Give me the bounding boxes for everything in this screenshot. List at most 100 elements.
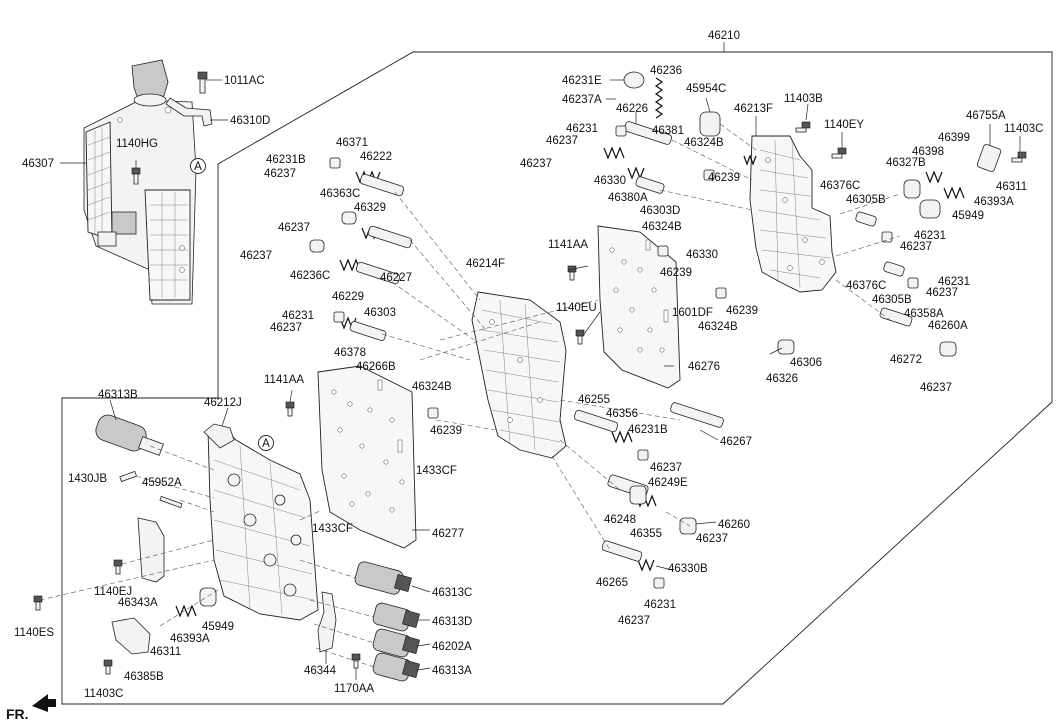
label-46231E: 46231E xyxy=(562,75,602,87)
pin-1430JB xyxy=(119,470,138,483)
label-46249E: 46249E xyxy=(648,477,688,489)
label-46399: 46399 xyxy=(938,132,970,144)
label-46307: 46307 xyxy=(22,158,54,170)
label-46330B: 46330B xyxy=(668,563,708,575)
label-46371: 46371 xyxy=(336,137,368,149)
label-46231b: 46231 xyxy=(914,230,946,242)
label-46376Ca: 46376C xyxy=(820,180,860,192)
label-1011AC: 1011AC xyxy=(224,75,265,87)
label-46313C: 46313C xyxy=(432,587,472,599)
label-46237h: 46237 xyxy=(270,322,302,334)
label-46305Bb: 46305B xyxy=(872,294,912,306)
label-46231d: 46231 xyxy=(282,310,314,322)
spring-46393Aa xyxy=(943,186,965,200)
plug-46231a xyxy=(615,125,627,137)
label-46231e: 46231 xyxy=(644,599,676,611)
label-46237i: 46237 xyxy=(920,382,952,394)
label-46239b: 46239 xyxy=(660,267,692,279)
label-1170AA: 1170AA xyxy=(334,683,374,695)
plug-45954C xyxy=(699,111,721,137)
label-46229: 46229 xyxy=(332,291,364,303)
label-46237j: 46237 xyxy=(650,462,682,474)
bolt-11403Cb xyxy=(103,659,113,675)
label-46231c: 46231 xyxy=(938,276,970,288)
label-46239d: 46239 xyxy=(430,425,462,437)
label-1433CFb: 1433CF xyxy=(312,523,353,535)
valve-46226 xyxy=(624,121,672,145)
plate-46277 xyxy=(317,365,417,549)
label-46248: 46248 xyxy=(604,514,636,526)
label-46236C: 46236C xyxy=(290,270,330,282)
plug-46324Bd xyxy=(427,407,439,419)
label-46239c: 46239 xyxy=(726,305,758,317)
valve-46255 xyxy=(573,409,619,433)
plug-45949b xyxy=(199,587,217,607)
label-46265: 46265 xyxy=(596,577,628,589)
label-46255: 46255 xyxy=(578,394,610,406)
label-46231B: 46231B xyxy=(266,154,306,166)
label-46376Cb: 46376C xyxy=(846,280,886,292)
ref-a-label-1: A xyxy=(194,161,202,173)
label-1140EY: 1140EY xyxy=(824,119,864,131)
body-46213F xyxy=(749,135,837,293)
label-46330a: 46330 xyxy=(594,175,626,187)
label-46237c: 46237 xyxy=(520,158,552,170)
label-46313A: 46313A xyxy=(432,665,472,677)
valve-46305Bb xyxy=(883,261,905,277)
plug-46231E xyxy=(623,71,645,89)
label-46393Aa: 46393A xyxy=(974,196,1014,208)
spring-46393Ab xyxy=(175,604,197,618)
pin-45952A xyxy=(159,495,183,509)
plug-46260A xyxy=(939,341,957,357)
label-46231Bb: 46231B xyxy=(628,424,668,436)
label-46378: 46378 xyxy=(334,347,366,359)
ref-a-label-2: A xyxy=(262,438,270,450)
label-11403B: 11403B xyxy=(784,93,823,105)
label-46236: 46236 xyxy=(650,65,682,77)
label-46214F: 46214F xyxy=(466,258,505,270)
label-46272: 46272 xyxy=(890,354,922,366)
plug-46260 xyxy=(679,517,697,535)
ref-a-circle-2 xyxy=(258,435,274,451)
housing-46307 xyxy=(83,59,197,305)
label-46326: 46326 xyxy=(766,373,798,385)
label-46303: 46303 xyxy=(364,307,396,319)
plug-46231e xyxy=(653,577,665,589)
label-46237k: 46237 xyxy=(696,533,728,545)
label-46363C: 46363C xyxy=(320,188,360,200)
label-46303D: 46303D xyxy=(640,205,680,217)
assembly-frame xyxy=(61,51,1053,705)
plug-46326 xyxy=(777,339,795,355)
label-46356: 46356 xyxy=(606,408,638,420)
label-1141AAa: 1141AA xyxy=(548,239,588,251)
spring-46398 xyxy=(925,170,943,184)
label-46227: 46227 xyxy=(380,272,412,284)
label-1141AAb: 1141AA xyxy=(264,374,304,386)
label-fr: FR. xyxy=(6,706,29,722)
bolt-1140EJ xyxy=(113,559,123,575)
bracket-46310D xyxy=(165,97,213,127)
body-46212J xyxy=(203,423,319,621)
bolt-1011AC xyxy=(197,71,208,94)
solenoid-46313C xyxy=(354,561,412,595)
label-46310D: 46310D xyxy=(230,115,270,127)
plug-46363C xyxy=(341,211,357,225)
label-1601DF: 1601DF xyxy=(672,307,713,319)
valve-46267 xyxy=(670,402,724,428)
plug-46324Bb xyxy=(657,245,669,257)
label-46324Bc: 46324B xyxy=(698,321,738,333)
label-46237a: 46237 xyxy=(546,135,578,147)
label-46755A: 46755A xyxy=(966,110,1006,122)
bolt-11403B xyxy=(795,121,811,133)
label-46276: 46276 xyxy=(688,361,720,373)
label-45949b: 45949 xyxy=(202,621,234,633)
spring-46229 xyxy=(339,258,361,272)
plug-46231B xyxy=(329,157,341,169)
solenoid-46313A xyxy=(372,652,420,682)
valve-46305Ba xyxy=(855,211,877,227)
label-46385B: 46385B xyxy=(124,671,164,683)
label-1430JB: 1430JB xyxy=(68,473,107,485)
label-46212J: 46212J xyxy=(204,397,242,409)
label-46313B: 46313B xyxy=(98,389,138,401)
